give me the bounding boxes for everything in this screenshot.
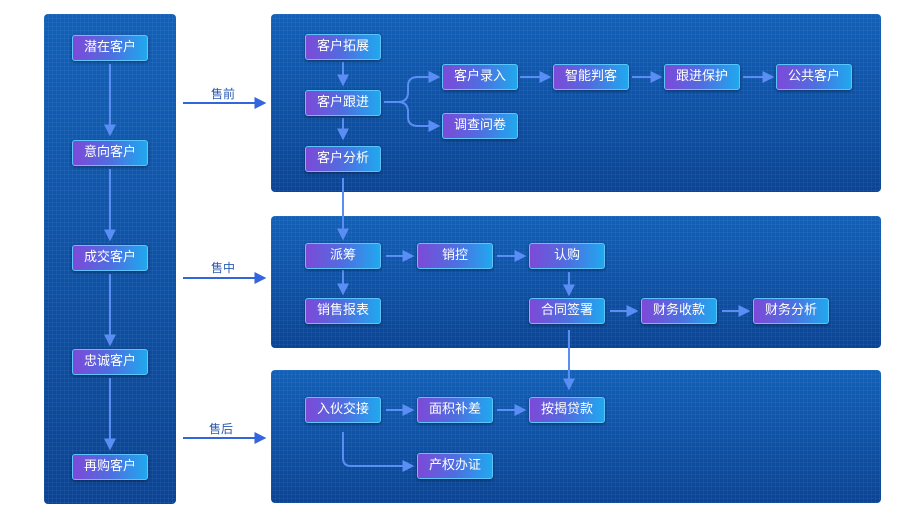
- node-potential-customer[interactable]: 潜在客户: [72, 35, 148, 61]
- node-loyal-customer[interactable]: 忠诚客户: [72, 349, 148, 375]
- node-follow-protect[interactable]: 跟进保护: [664, 64, 740, 90]
- node-smart-judge[interactable]: 智能判客: [553, 64, 629, 90]
- node-survey[interactable]: 调查问卷: [442, 113, 518, 139]
- aftersale-panel: [271, 370, 881, 503]
- stage-label-aftersale: 售后: [209, 422, 234, 436]
- node-sales-report[interactable]: 销售报表: [305, 298, 381, 324]
- arrow-follow-survey: [397, 101, 441, 132]
- arrow-handover-property: [342, 432, 415, 472]
- node-intent-customer[interactable]: 意向客户: [72, 140, 148, 166]
- node-customer-expand[interactable]: 客户拓展: [305, 34, 381, 60]
- node-handover[interactable]: 入伙交接: [305, 397, 381, 423]
- node-contract-sign[interactable]: 合同签署: [529, 298, 605, 324]
- stage-label-sale: 售中: [211, 261, 236, 275]
- node-public-customer[interactable]: 公共客户: [776, 64, 852, 90]
- sale-panel: [271, 216, 881, 348]
- node-customer-analysis[interactable]: 客户分析: [305, 146, 381, 172]
- node-area-compensation[interactable]: 面积补差: [417, 397, 493, 423]
- arrow-follow-entry: [384, 71, 441, 103]
- node-finance-analysis[interactable]: 财务分析: [753, 298, 829, 324]
- node-subscribe[interactable]: 认购: [529, 243, 605, 269]
- node-customer-follow[interactable]: 客户跟进: [305, 90, 381, 116]
- stage-label-presale: 售前: [211, 87, 236, 101]
- node-sales-control[interactable]: 销控: [417, 243, 493, 269]
- node-customer-entry[interactable]: 客户录入: [442, 64, 518, 90]
- node-deal-customer[interactable]: 成交客户: [72, 245, 148, 271]
- node-repurchase-customer[interactable]: 再购客户: [72, 454, 148, 480]
- node-property-certificate[interactable]: 产权办证: [417, 453, 493, 479]
- node-assign[interactable]: 派筹: [305, 243, 381, 269]
- node-finance-payment[interactable]: 财务收款: [641, 298, 717, 324]
- node-mortgage-loan[interactable]: 按揭贷款: [529, 397, 605, 423]
